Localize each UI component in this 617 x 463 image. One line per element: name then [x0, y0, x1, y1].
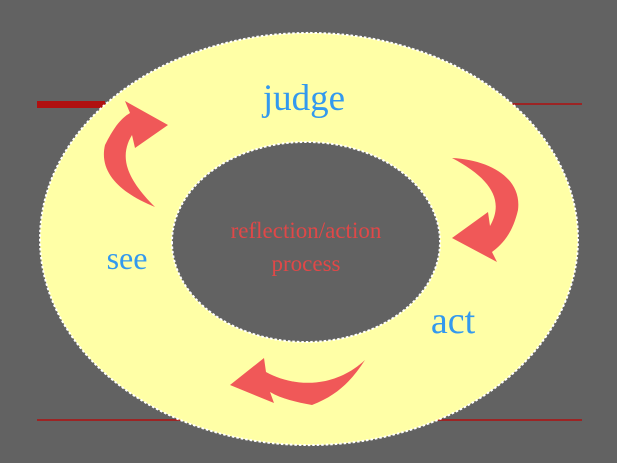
- arrow-judge-to-act: [452, 158, 519, 262]
- center-text-line2: process: [272, 251, 341, 276]
- center-text-line1: reflection/action: [231, 218, 382, 243]
- label-judge: judge: [261, 78, 345, 119]
- label-see: see: [107, 240, 148, 276]
- cycle-ring: [38, 32, 580, 446]
- arrow-see-to-judge: [103, 101, 168, 207]
- arrow-act-to-see: [230, 358, 365, 405]
- top-left-accent-bar: [37, 101, 105, 108]
- label-act: act: [431, 300, 476, 342]
